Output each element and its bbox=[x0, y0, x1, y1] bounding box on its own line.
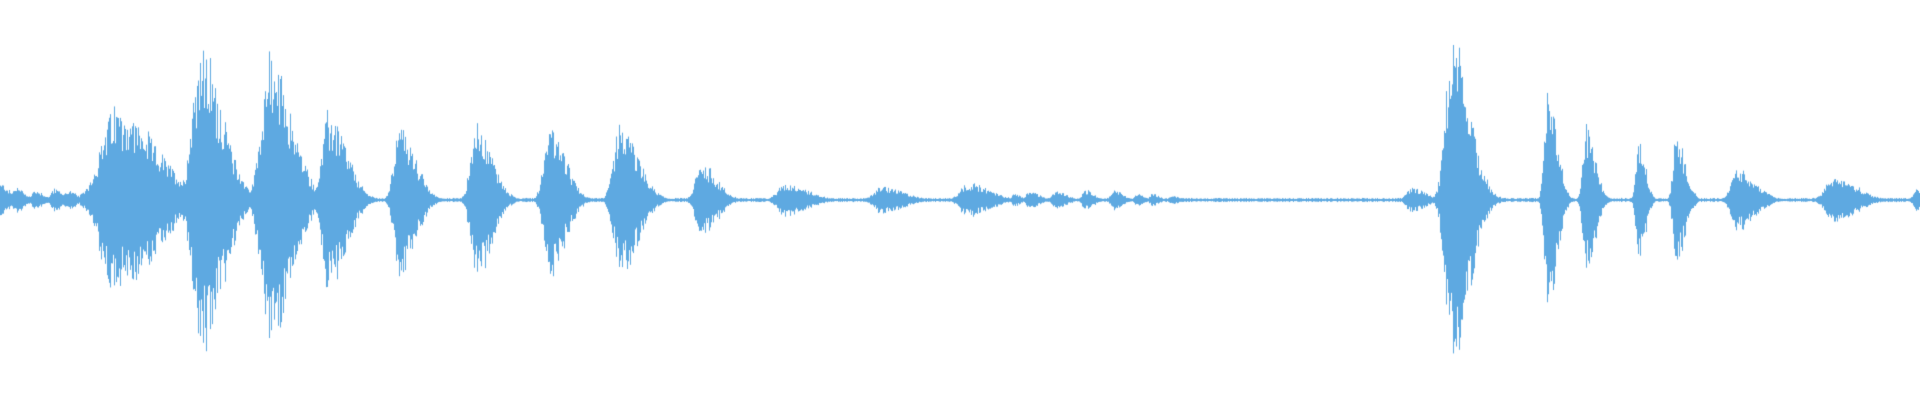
audio-waveform bbox=[0, 0, 1920, 400]
